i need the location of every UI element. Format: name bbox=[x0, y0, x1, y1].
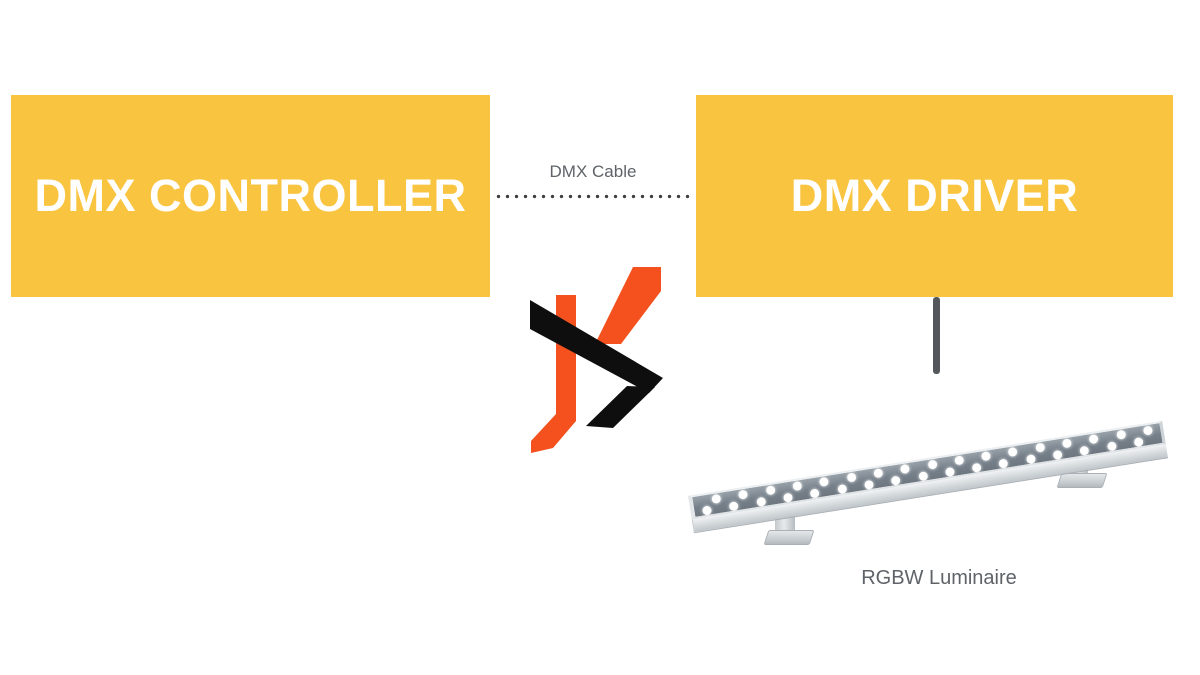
led-dot bbox=[944, 466, 955, 477]
led-pair bbox=[835, 471, 858, 494]
led-dot bbox=[926, 459, 938, 470]
led-pair bbox=[916, 459, 939, 481]
led-pair bbox=[1024, 441, 1047, 464]
led-dot bbox=[728, 500, 740, 511]
led-pair bbox=[970, 450, 993, 473]
led-dot bbox=[1052, 449, 1063, 460]
led-pair bbox=[1078, 433, 1101, 456]
led-dot bbox=[890, 474, 901, 486]
dmx-cable-dotted-line bbox=[494, 194, 694, 199]
led-pair bbox=[1105, 429, 1128, 452]
led-dot bbox=[845, 471, 857, 483]
led-dot bbox=[1061, 437, 1073, 448]
led-dot bbox=[1115, 429, 1127, 440]
led-pair bbox=[1051, 437, 1074, 460]
led-pair bbox=[862, 467, 885, 490]
led-dot bbox=[711, 493, 722, 504]
led-pair bbox=[700, 493, 723, 516]
led-dot bbox=[836, 483, 847, 494]
led-dot bbox=[738, 488, 749, 500]
luminaire-led-panel bbox=[687, 420, 1166, 520]
led-dot bbox=[701, 504, 713, 516]
led-dot bbox=[809, 487, 820, 499]
led-pair bbox=[997, 446, 1020, 469]
led-dot bbox=[1088, 433, 1100, 444]
led-pair bbox=[889, 463, 912, 486]
led-pair bbox=[943, 454, 966, 477]
driver-to-luminaire-connector bbox=[933, 297, 940, 374]
led-dot bbox=[899, 463, 911, 474]
led-dot bbox=[1079, 445, 1090, 456]
luminaire-caption: RGBW Luminaire bbox=[861, 567, 1017, 589]
led-dot bbox=[765, 484, 776, 495]
led-dot bbox=[971, 462, 982, 473]
led-dot bbox=[1106, 440, 1117, 452]
dmx-cable-label: DMX Cable bbox=[549, 162, 637, 181]
led-dot bbox=[792, 480, 803, 491]
led-dot bbox=[1025, 453, 1036, 464]
led-dot bbox=[1142, 424, 1154, 436]
led-dot bbox=[782, 492, 794, 503]
brand-logo-icon bbox=[530, 267, 663, 453]
led-dot bbox=[755, 496, 767, 507]
led-dot bbox=[1034, 441, 1046, 453]
led-dot bbox=[917, 470, 928, 481]
dmx-controller-label: DMX CONTROLLER bbox=[34, 170, 467, 221]
led-dot bbox=[980, 450, 992, 461]
luminaire-bracket-foot-right bbox=[1056, 473, 1108, 488]
dmx-driver-label: DMX DRIVER bbox=[790, 170, 1079, 221]
dmx-driver-box: DMX DRIVER bbox=[696, 95, 1173, 297]
led-dot bbox=[953, 454, 965, 466]
led-dot bbox=[998, 457, 1009, 469]
led-pair bbox=[781, 480, 804, 503]
led-pair bbox=[1132, 424, 1155, 447]
led-pair bbox=[754, 484, 777, 507]
led-pair bbox=[808, 476, 831, 499]
led-dot bbox=[863, 479, 874, 490]
led-dot bbox=[872, 467, 884, 478]
led-dot bbox=[1133, 436, 1144, 447]
led-dot bbox=[1007, 446, 1019, 457]
led-dot bbox=[818, 476, 830, 487]
luminaire-bracket-foot-left bbox=[763, 530, 815, 545]
led-pair bbox=[727, 488, 750, 511]
dmx-controller-box: DMX CONTROLLER bbox=[11, 95, 490, 297]
